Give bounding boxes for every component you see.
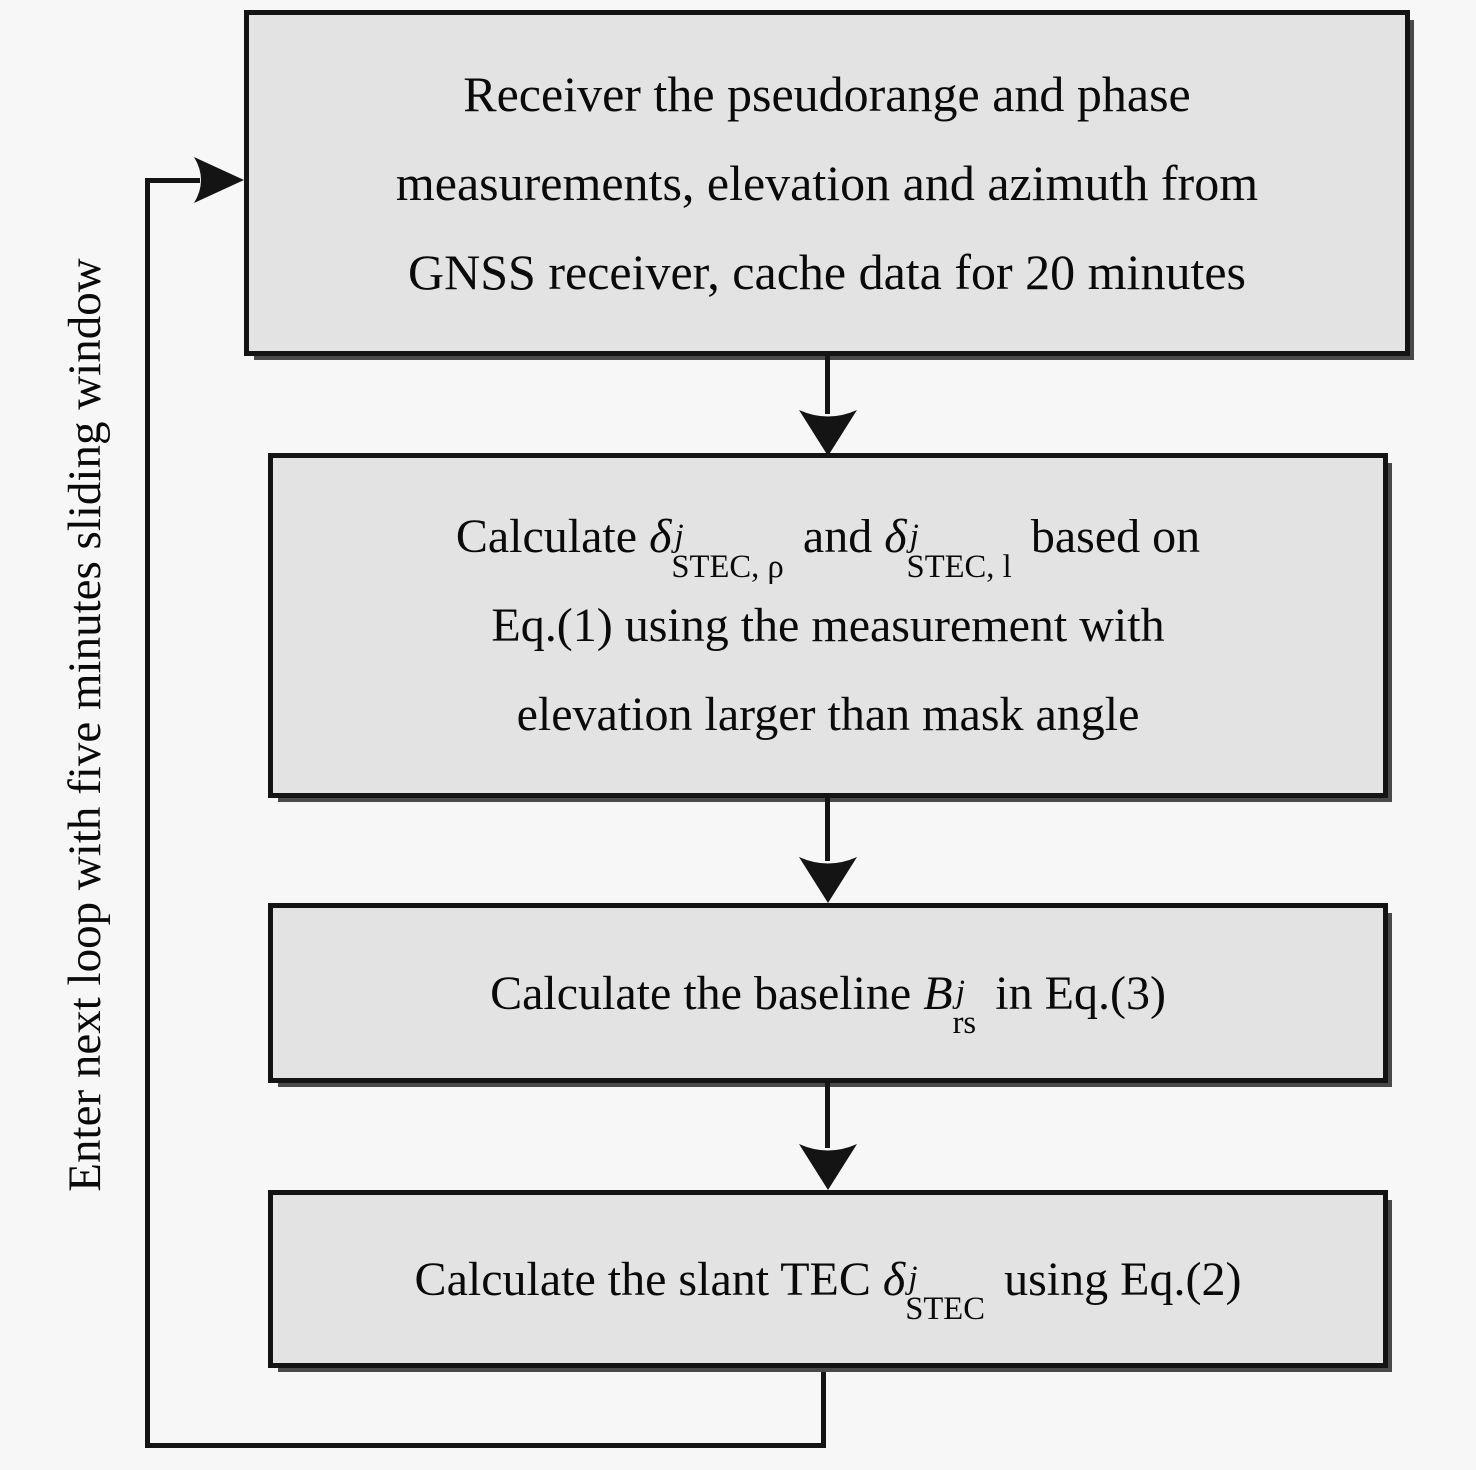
arrow1-shaft: [825, 356, 830, 414]
subscript-stec-l: STEC, l: [906, 549, 1012, 586]
arrow3-shaft: [825, 1083, 830, 1148]
delta-symbol: δ: [884, 510, 907, 563]
box2-line3: elevation larger than mask angle: [516, 688, 1140, 741]
delta-symbol: δ: [649, 510, 672, 563]
box4-post-text: using Eq.(2): [992, 1252, 1242, 1306]
subscript-stec: STEC: [905, 1291, 985, 1328]
loop-line-top: [145, 178, 200, 183]
arrow2-down-icon: [799, 857, 857, 903]
box2-and-text: and: [790, 510, 885, 563]
box3-post-text: in Eq.(3): [983, 966, 1166, 1020]
loop-line-down-from-box4: [821, 1368, 826, 1448]
delta-symbol: δ: [882, 1252, 906, 1306]
loop-line-bottom: [145, 1443, 826, 1448]
loop-line-left: [145, 178, 150, 1448]
subscript-rs: rs: [952, 1005, 977, 1042]
box2-line2: Eq.(1) using the measurement with: [491, 599, 1165, 652]
subscript-stec-rho: STEC, ρ: [671, 549, 784, 586]
b-symbol: B: [923, 966, 953, 1020]
box2-calculate-text: Calculate: [455, 510, 650, 563]
box4-pre-text: Calculate the slant TEC: [414, 1252, 883, 1306]
superscript-j: j: [909, 518, 919, 555]
box1-line1: Receiver the pseudorange and phase: [463, 65, 1191, 122]
box1-line2: measurements, elevation and azimuth from: [395, 154, 1259, 211]
loop-label: Enter next loop with five minutes slidin…: [59, 258, 111, 1192]
loop-arrowhead-icon: [194, 157, 244, 203]
box1-line3: GNSS receiver, cache data for 20 minutes: [408, 243, 1246, 300]
superscript-j: j: [908, 1260, 918, 1297]
box2-based-on-text: based on: [1018, 510, 1201, 563]
arrow1-down-icon: [799, 410, 857, 456]
arrow2-shaft: [825, 798, 830, 861]
superscript-j: j: [955, 974, 965, 1011]
arrow3-down-icon: [799, 1144, 857, 1190]
box3-pre-text: Calculate the baseline: [490, 966, 924, 1020]
superscript-j: j: [674, 518, 684, 555]
box-receive-measurements: Receiver the pseudorange and phase measu…: [244, 10, 1410, 356]
